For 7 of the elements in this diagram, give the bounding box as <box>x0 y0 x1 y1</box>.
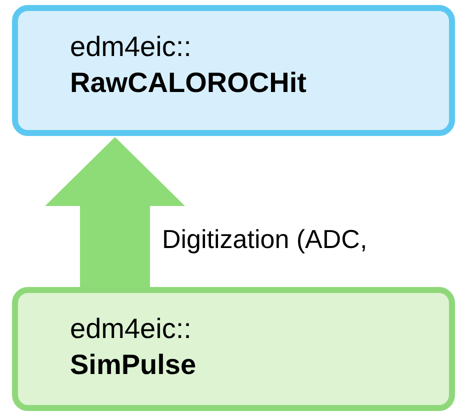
class-box <box>12 5 455 136</box>
class-name: RawCALOROCHit <box>70 67 306 100</box>
namespace-text: edm4eic:: <box>70 31 192 64</box>
block-arrow <box>45 137 185 287</box>
class-box <box>12 287 455 411</box>
namespace-text: edm4eic:: <box>70 313 192 346</box>
class-name: SimPulse <box>70 349 196 382</box>
